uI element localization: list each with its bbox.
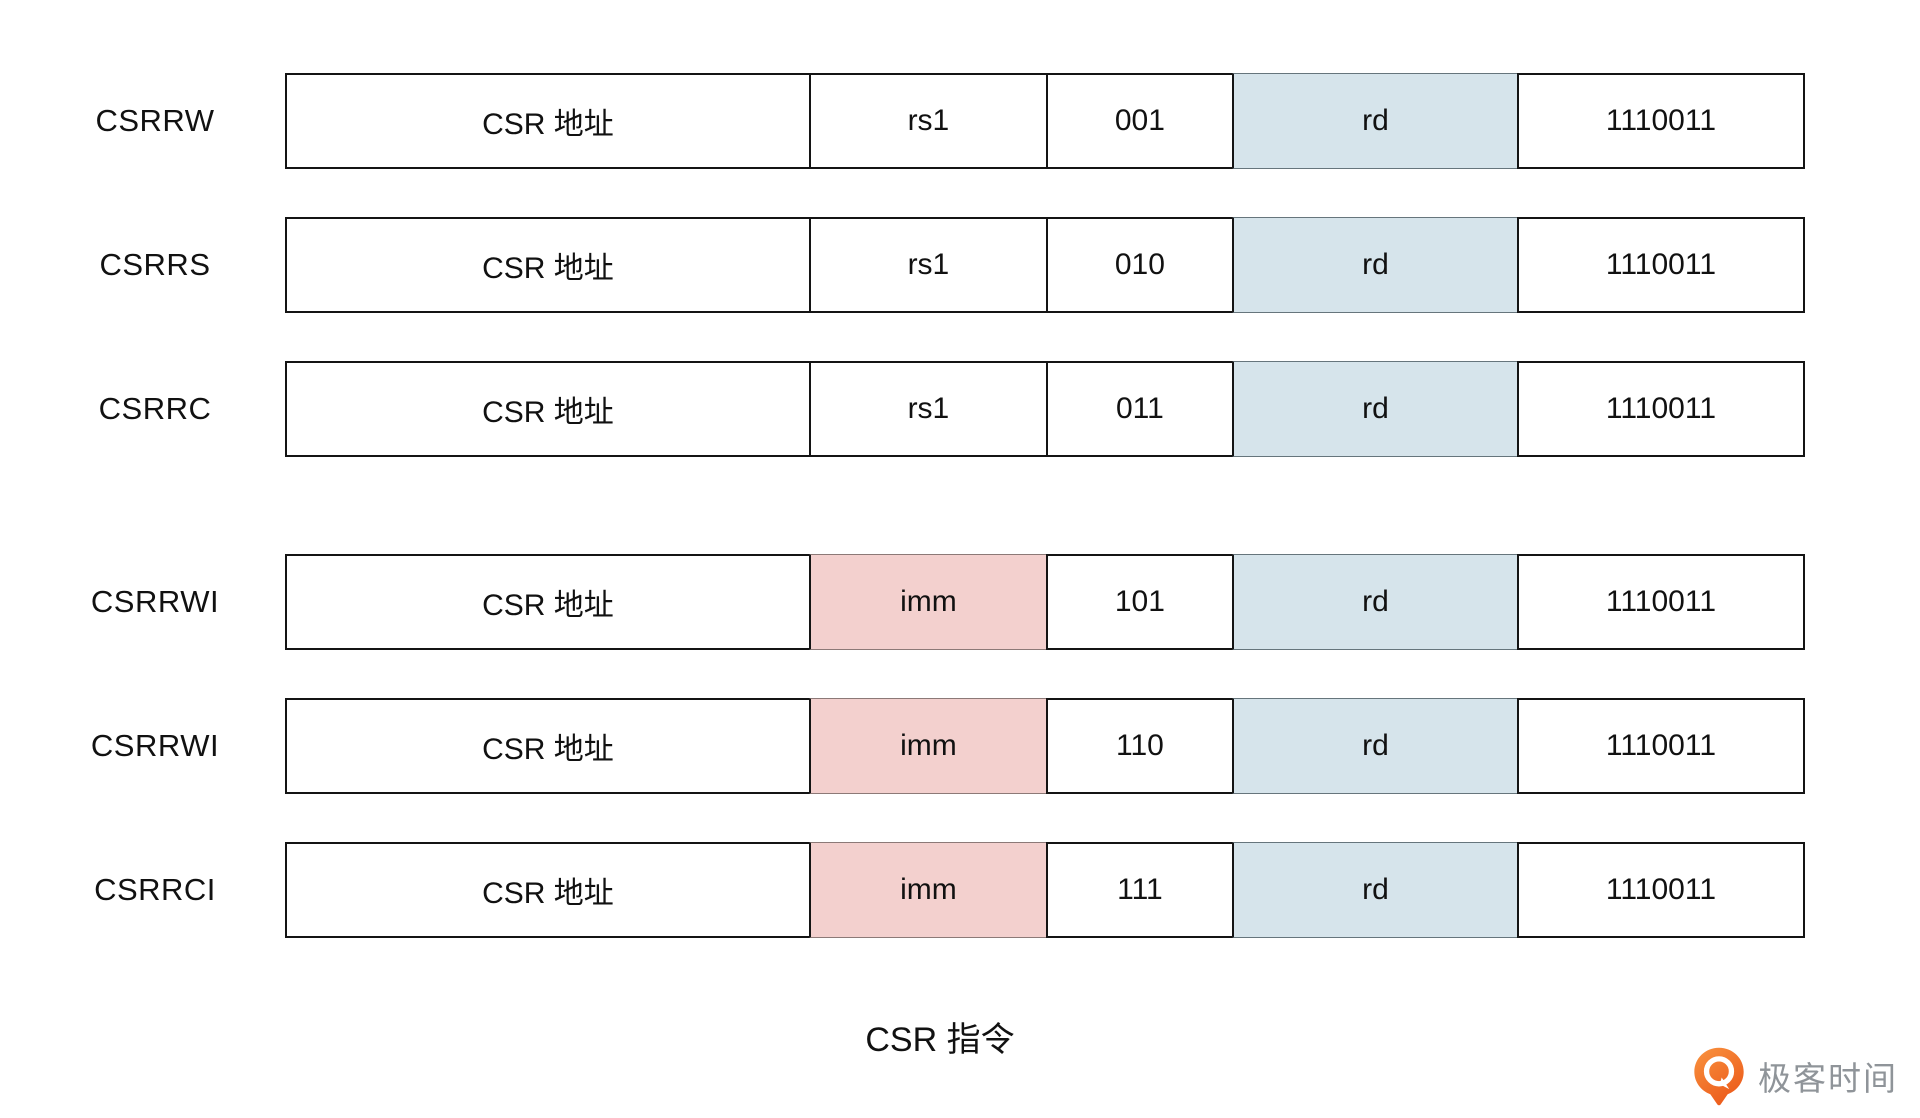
field-cell-rd: rd	[1231, 73, 1517, 169]
field-cell-src: imm	[808, 554, 1046, 650]
instruction-row: CSRRCI CSR 地址 imm 111 rd 1110011	[0, 842, 1920, 938]
field-cell-funct3: 101	[1045, 554, 1232, 650]
instruction-row: CSRRWI CSR 地址 imm 110 rd 1110011	[0, 698, 1920, 794]
field-cell-opcode: 1110011	[1516, 361, 1805, 457]
field-cell-csr: CSR 地址	[285, 361, 809, 457]
field-cell-funct3: 110	[1045, 698, 1232, 794]
brand-name: 极客时间	[1758, 1060, 1898, 1097]
diagram-caption: CSR 指令	[865, 1021, 1015, 1059]
instruction-name: CSRRW	[95, 103, 215, 138]
geektime-pin-icon	[1694, 1047, 1744, 1106]
instruction-name: CSRRS	[99, 247, 211, 282]
instruction-encoding: CSR 地址 imm 111 rd 1110011	[285, 842, 1805, 938]
field-cell-src: rs1	[808, 217, 1046, 313]
field-cell-funct3: 001	[1045, 73, 1232, 169]
field-cell-rd: rd	[1231, 361, 1517, 457]
field-cell-funct3: 011	[1045, 361, 1232, 457]
instruction-name: CSRRWI	[90, 584, 220, 619]
field-cell-opcode: 1110011	[1516, 217, 1805, 313]
instruction-row: CSRRS CSR 地址 rs1 010 rd 1110011	[0, 217, 1920, 313]
field-cell-rd: rd	[1231, 554, 1517, 650]
field-cell-opcode: 1110011	[1516, 698, 1805, 794]
instruction-row: CSRRWI CSR 地址 imm 101 rd 1110011	[0, 554, 1920, 650]
field-cell-csr: CSR 地址	[285, 217, 809, 313]
brand-logo: 极客时间	[1692, 1046, 1898, 1106]
instruction-encoding: CSR 地址 imm 110 rd 1110011	[285, 698, 1805, 794]
field-cell-csr: CSR 地址	[285, 842, 809, 938]
field-cell-opcode: 1110011	[1516, 73, 1805, 169]
instruction-encoding: CSR 地址 rs1 001 rd 1110011	[285, 73, 1805, 169]
instruction-name: CSRRWI	[90, 728, 220, 763]
field-cell-src: imm	[808, 842, 1046, 938]
field-cell-opcode: 1110011	[1516, 554, 1805, 650]
instruction-encoding: CSR 地址 rs1 011 rd 1110011	[285, 361, 1805, 457]
field-cell-funct3: 010	[1045, 217, 1232, 313]
instruction-encoding: CSR 地址 imm 101 rd 1110011	[285, 554, 1805, 650]
instruction-encoding: CSR 地址 rs1 010 rd 1110011	[285, 217, 1805, 313]
field-cell-rd: rd	[1231, 698, 1517, 794]
field-cell-funct3: 111	[1045, 842, 1232, 938]
field-cell-csr: CSR 地址	[285, 554, 809, 650]
instruction-row: CSRRC CSR 地址 rs1 011 rd 1110011	[0, 361, 1920, 457]
field-cell-rd: rd	[1231, 842, 1517, 938]
field-cell-rd: rd	[1231, 217, 1517, 313]
field-cell-opcode: 1110011	[1516, 842, 1805, 938]
field-cell-csr: CSR 地址	[285, 73, 809, 169]
field-cell-src: rs1	[808, 73, 1046, 169]
instruction-name: CSRRC	[98, 391, 212, 426]
instruction-row: CSRRW CSR 地址 rs1 001 rd 1110011	[0, 73, 1920, 169]
field-cell-src: rs1	[808, 361, 1046, 457]
field-cell-csr: CSR 地址	[285, 698, 809, 794]
field-cell-src: imm	[808, 698, 1046, 794]
instruction-name: CSRRCI	[94, 872, 216, 907]
